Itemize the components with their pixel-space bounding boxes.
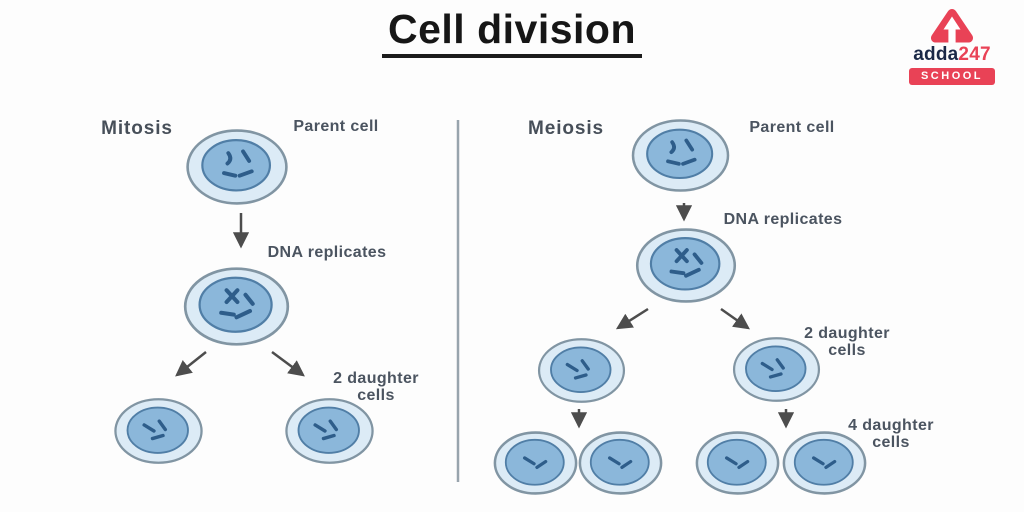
mitosis-daughter-cell-1 [113, 397, 204, 465]
meiosis-final-cell-3 [695, 430, 780, 496]
meiosis-four-daughter-label-line1: 4 daughter [848, 417, 934, 434]
brand-adda-text: adda [913, 44, 959, 65]
mitosis-section: Mitosis Parent cell DNA replicates 2 dau… [101, 118, 419, 465]
meiosis-final-cell-2 [578, 430, 663, 496]
adda247-logo: adda247 SCHOOL [906, 7, 998, 85]
mitosis-two-daughter-label-line1: 2 daughter [333, 370, 419, 387]
mitosis-replicated-cell [185, 269, 288, 345]
mitosis-heading: Mitosis [101, 118, 173, 139]
mitosis-daughter-cell-2 [284, 397, 375, 465]
meiosis-arrow-right-icon [720, 307, 750, 330]
mitosis-two-daughter-label-line2: cells [357, 387, 395, 404]
adda247-triangle-icon [930, 9, 974, 43]
meiosis-final-cell-4 [782, 430, 867, 496]
meiosis-four-daughter-label-line2: cells [872, 434, 910, 451]
mitosis-dna-replicates-label: DNA replicates [268, 244, 387, 261]
meiosis-dna-replicates-label: DNA replicates [724, 211, 843, 228]
meiosis-heading: Meiosis [528, 118, 604, 139]
mitosis-parent-cell [188, 131, 287, 204]
mitosis-arrow-right-icon [271, 350, 305, 377]
meiosis-two-daughter-label-line2: cells [828, 342, 866, 359]
meiosis-parent-cell [633, 121, 728, 191]
meiosis-replicated-cell [637, 230, 735, 302]
meiosis-arrow-left-icon [615, 307, 649, 330]
meiosis-section: Meiosis Parent cell DNA replicates 2 dau… [493, 118, 934, 496]
mitosis-parent-cell-label: Parent cell [293, 118, 378, 135]
meiosis-daughter-cell-1 [537, 337, 626, 404]
meiosis-two-daughter-label-line1: 2 daughter [804, 325, 890, 342]
school-badge: SCHOOL [909, 68, 995, 85]
page-title: Cell division [382, 6, 642, 58]
brand-wordmark: adda247 [906, 45, 998, 65]
meiosis-daughter-cell-2 [732, 336, 821, 403]
meiosis-final-cell-1 [493, 430, 578, 496]
mitosis-arrow-left-icon [175, 351, 207, 377]
meiosis-parent-cell-label: Parent cell [749, 119, 834, 136]
brand-247-text: 247 [958, 44, 991, 65]
